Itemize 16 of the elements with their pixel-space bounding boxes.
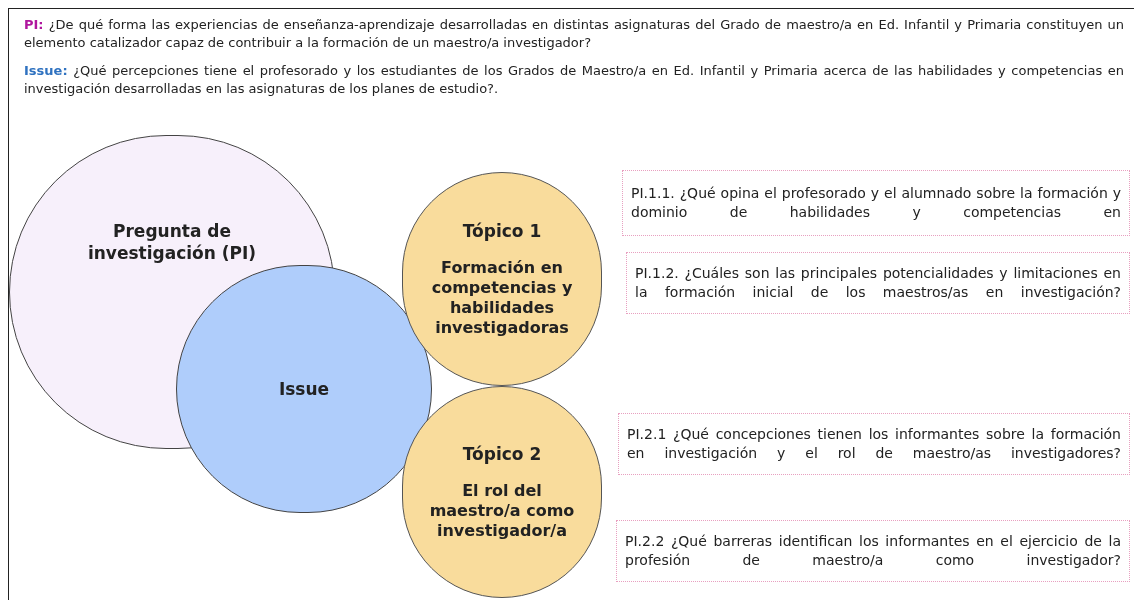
question-text: PI.1.1. ¿Qué opina el profesorado y el alumnado sobre la formación y dominio de habilidades y competencias en	[631, 184, 1121, 222]
circle-heading: Tópico 2	[462, 443, 542, 465]
circle-text: Formación en competencias y habilidades investigadoras	[430, 258, 574, 338]
circle-heading: Tópico 1	[462, 220, 542, 242]
circle-heading: Issue	[278, 378, 330, 400]
question-box	[616, 520, 1130, 582]
question-text: PI.1.2. ¿Cuáles son las principales potencialidades y limitaciones en la formación inicial de los maestros/as en investigación?	[635, 264, 1121, 302]
circle-text: El rol del maestro/a como investigador/a	[428, 481, 576, 541]
question-text: PI.2.2 ¿Qué barreras identifican los informantes en el ejercicio de la profesión de maestro/a como investigador?	[625, 532, 1121, 570]
question-statement: Issue: ¿Qué percepciones tiene el profesorado y los estudiantes de los Grados de Maestro/a en Ed. Infantil y Primaria acerca de las habilidades y competencias en investigación desarrolladas en las asignaturas de los planes de estudio?.	[24, 62, 1124, 98]
question-statement: PI: ¿De qué forma las experiencias de enseñanza-aprendizaje desarrolladas en distintas asignaturas del Grado de maestro/a en Ed. Infantil y Primaria constituyen un elemento catalizador capaz de contribuir a la formación de un maestro/a investigador?	[24, 16, 1124, 52]
question-text: PI.2.1 ¿Qué concepciones tienen los informantes sobre la formación en investigación y el rol de maestro/as investigadores?	[627, 425, 1121, 463]
circle-heading: Pregunta de investigación (PI)	[86, 220, 258, 264]
question-box	[622, 170, 1130, 236]
question-box	[618, 413, 1130, 475]
question-box	[626, 252, 1130, 314]
